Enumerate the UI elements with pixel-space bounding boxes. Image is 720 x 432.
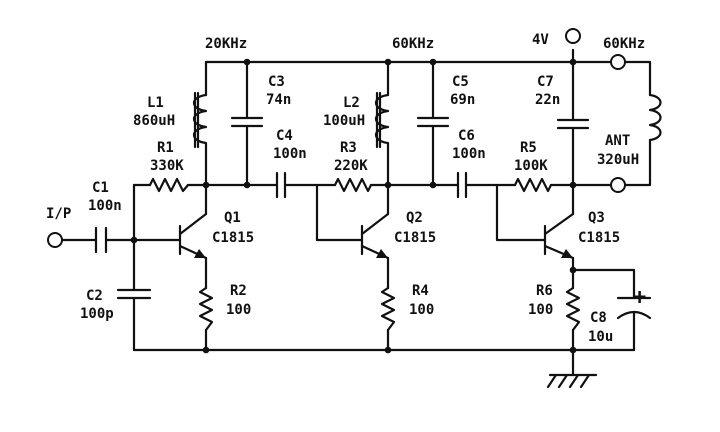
inductor-l1 [192, 91, 208, 149]
capacitor-c1 [94, 226, 108, 254]
label-c5-value: 69n [450, 92, 475, 108]
label-l1: L1 [147, 95, 164, 111]
label-input: I/P [46, 206, 71, 222]
label-l2-value: 100uH [323, 113, 365, 129]
capacitor-c6 [456, 171, 468, 199]
label-c8-value: 10u [588, 329, 613, 345]
label-r6: R6 [536, 283, 553, 299]
label-c6: C6 [458, 128, 475, 144]
label-c4: C4 [276, 128, 293, 144]
label-c1-value: 100n [88, 198, 122, 214]
label-c8: C8 [590, 310, 607, 326]
transistor-q3 [543, 212, 575, 260]
label-r3: R3 [340, 140, 357, 156]
label-r5-value: 100K [514, 158, 548, 174]
label-r1-value: 330K [150, 158, 184, 174]
label-q1: Q1 [224, 210, 241, 226]
transistor-q2 [360, 212, 390, 260]
label-ant: ANT [605, 133, 630, 149]
labels: 20KHz 60KHz 4V 60KHz L1 860uH C3 74n C4 … [46, 32, 646, 345]
resistor-r3 [333, 177, 373, 193]
capacitor-c4 [275, 171, 287, 199]
capacitor-c7 [556, 118, 590, 130]
junction-dots [130, 58, 577, 354]
label-c8-polarity: + [633, 285, 646, 310]
label-c3: C3 [268, 74, 285, 90]
label-ant-value: 320uH [597, 152, 639, 168]
label-c1: C1 [92, 180, 109, 196]
resistor-r1 [148, 177, 190, 193]
label-freq-out: 60KHz [603, 36, 645, 52]
label-r2-value: 100 [226, 302, 251, 318]
label-l1-value: 860uH [133, 113, 175, 129]
label-q3: Q3 [588, 210, 605, 226]
output-terminal-bottom [610, 177, 626, 193]
label-vcc: 4V [532, 32, 549, 48]
label-c3-value: 74n [266, 92, 291, 108]
label-freq-l2: 60KHz [392, 36, 434, 52]
transistor-q1 [178, 212, 208, 260]
label-c4-value: 100n [273, 146, 307, 162]
resistor-r6 [565, 286, 581, 332]
label-r4: R4 [412, 283, 429, 299]
label-r1: R1 [157, 140, 174, 156]
label-freq-l1: 20KHz [205, 36, 247, 52]
label-r4-value: 100 [409, 302, 434, 318]
label-c7: C7 [537, 74, 554, 90]
vcc-terminal [565, 28, 581, 44]
antenna-coil [648, 93, 662, 142]
capacitor-c8 [616, 296, 652, 320]
input-terminal [47, 232, 63, 248]
label-r2: R2 [230, 283, 247, 299]
label-c2: C2 [86, 288, 103, 304]
label-q1-type: C1815 [212, 230, 254, 246]
label-r5: R5 [520, 140, 537, 156]
capacitor-c3 [230, 116, 264, 128]
label-c7-value: 22n [535, 92, 560, 108]
capacitor-c2 [116, 288, 152, 300]
label-l2: L2 [343, 95, 360, 111]
label-c2-value: 100p [80, 306, 114, 322]
resistor-r5 [513, 177, 553, 193]
label-q2-type: C1815 [394, 230, 436, 246]
label-c6-value: 100n [452, 146, 486, 162]
label-r6-value: 100 [528, 302, 553, 318]
capacitor-c5 [416, 116, 450, 128]
ground-symbol [546, 373, 598, 389]
label-r3-value: 220K [334, 158, 368, 174]
wires [60, 48, 652, 377]
output-terminal-top [610, 54, 626, 70]
label-c5: C5 [452, 74, 469, 90]
resistor-r2 [198, 286, 214, 332]
inductor-l2 [374, 91, 390, 149]
label-q2: Q2 [406, 210, 423, 226]
label-q3-type: C1815 [578, 230, 620, 246]
resistor-r4 [380, 286, 396, 332]
